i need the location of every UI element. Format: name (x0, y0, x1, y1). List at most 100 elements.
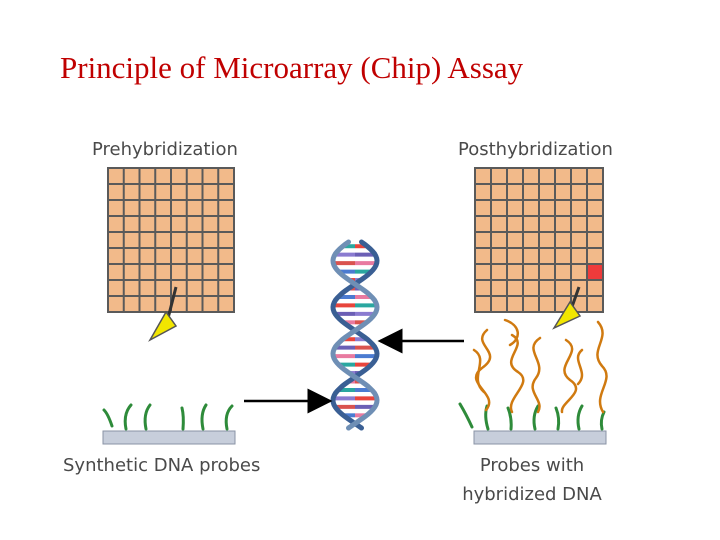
chip-cell (476, 233, 490, 247)
chip-cell (476, 249, 490, 263)
dna-backbone (330, 239, 380, 431)
chip-cell (109, 185, 123, 199)
chip-cell (508, 169, 522, 183)
chip-cell (492, 297, 506, 311)
chip-cell (476, 265, 490, 279)
chip-cell (540, 185, 554, 199)
chip-cell (140, 217, 155, 231)
yellow-arrow-icon (148, 286, 178, 342)
chip-cell (187, 265, 202, 279)
chip-cell (187, 185, 202, 199)
chip-cell (187, 201, 202, 215)
chip-cell (109, 169, 123, 183)
chip-cell (172, 201, 186, 215)
chip-cell (156, 297, 170, 311)
chip-cell (588, 217, 602, 231)
chip-cell (540, 233, 554, 247)
chip-cell (476, 185, 490, 199)
chip-cell (219, 281, 233, 295)
chip-cell (476, 297, 490, 311)
chip-cell (540, 169, 554, 183)
yellow-arrow-icon (552, 286, 582, 330)
chip-cell (588, 169, 602, 183)
chip-cell (203, 233, 218, 247)
chip-cell (156, 249, 170, 263)
chip-cell (476, 217, 490, 231)
chip-cell (140, 249, 155, 263)
chip-cell (109, 265, 123, 279)
chip-cell (109, 201, 123, 215)
chip-cell (140, 265, 155, 279)
chip-cell (492, 217, 506, 231)
chip-cell (219, 249, 233, 263)
chip-cell (524, 185, 538, 199)
chip-cell (556, 233, 570, 247)
hybridized-dna-strands (472, 318, 608, 414)
chip-cell (140, 233, 155, 247)
chip-cell (156, 265, 170, 279)
chip-cell (476, 201, 490, 215)
dna-backbone (330, 239, 380, 431)
probes-hybridized-label-line2: hybridized DNA (462, 484, 602, 505)
chip-cell (172, 249, 186, 263)
chip-cell (140, 169, 155, 183)
chip-cell (588, 201, 602, 215)
chip-cell (187, 249, 202, 263)
chip-cell (172, 265, 186, 279)
chip-cell (140, 297, 155, 311)
chip-cell (187, 217, 202, 231)
chip-cell (476, 169, 490, 183)
chip-cell (109, 233, 123, 247)
chip-cell (572, 201, 586, 215)
chip-cell (219, 201, 233, 215)
chip-cell (556, 169, 570, 183)
chip-cell (508, 281, 522, 295)
chip-cell (588, 233, 602, 247)
chip-cell (172, 169, 186, 183)
chip-cell (109, 281, 123, 295)
chip-cell (124, 217, 139, 231)
chip-cell (524, 249, 538, 263)
chip-cell (187, 169, 202, 183)
chip-cell (109, 217, 123, 231)
chip-cell (140, 281, 155, 295)
chip-cell (492, 169, 506, 183)
chip-cell (124, 297, 139, 311)
chip-cell (172, 297, 186, 311)
chip-cell (476, 281, 490, 295)
chip-cell (508, 233, 522, 247)
chip-cell (109, 297, 123, 311)
chip-cell (156, 281, 170, 295)
chip-cell (572, 233, 586, 247)
chip-cell (492, 233, 506, 247)
chip-cell (203, 217, 218, 231)
chip-cell (556, 265, 570, 279)
chip-cell (540, 297, 554, 311)
chip-cell (588, 281, 602, 295)
chip-cell (124, 265, 139, 279)
chip-cell (172, 185, 186, 199)
chip-cell (524, 169, 538, 183)
page-title: Principle of Microarray (Chip) Assay (60, 50, 524, 85)
chip-cell (203, 185, 218, 199)
posthybridization-label: Posthybridization (458, 139, 613, 160)
chip-cell (524, 297, 538, 311)
prehybridization-label: Prehybridization (92, 139, 238, 160)
chip-cell (187, 233, 202, 247)
chip-cell (124, 201, 139, 215)
chip-cell (124, 169, 139, 183)
posthybridization-chip (474, 167, 604, 313)
chip-cell (156, 201, 170, 215)
chip-cell (524, 265, 538, 279)
chip-cell (524, 233, 538, 247)
chip-cell (219, 169, 233, 183)
chip-cell (492, 281, 506, 295)
chip-cell (109, 249, 123, 263)
chip-cell (556, 281, 570, 295)
chip-cell (156, 233, 170, 247)
prehybridization-chip (107, 167, 235, 313)
chip-cell (492, 249, 506, 263)
chip-cell (556, 185, 570, 199)
chip-cell (203, 281, 218, 295)
